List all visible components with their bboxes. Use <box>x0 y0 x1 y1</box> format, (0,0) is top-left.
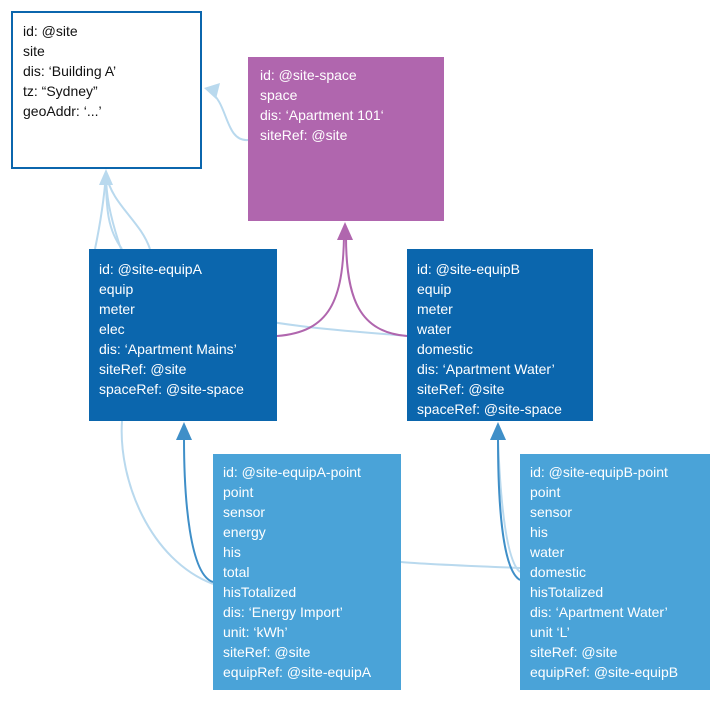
equipB-node: id: @site-equipB equip meter water domes… <box>407 249 593 421</box>
pointB-tag-sensor: sensor <box>530 504 573 520</box>
pointA-siteref: siteRef: @site <box>223 644 311 660</box>
connector-pointB-to-equipB-link <box>497 439 521 573</box>
site-tag: site <box>23 43 45 59</box>
equipB-id: id: @site-equipB <box>417 261 520 277</box>
connector-pointB-to-site <box>400 561 521 569</box>
equipB-tag-equip: equip <box>417 281 452 297</box>
connector-site-link-equipA <box>94 173 107 250</box>
equipA-id: id: @site-equipA <box>99 261 202 277</box>
pointA-equipref: equipRef: @site-equipA <box>223 664 372 680</box>
space-dis: dis: ‘Apartment 101‘ <box>260 107 384 123</box>
equipA-tag-elec: elec <box>99 321 125 337</box>
equipB-dis: dis: ‘Apartment Water’ <box>417 361 555 377</box>
pointA-tag-his: his <box>223 544 241 560</box>
arrowhead-equipA <box>176 422 192 440</box>
pointB-tag-his: his <box>530 524 548 540</box>
pointB-dis: dis: ‘Apartment Water’ <box>530 604 668 620</box>
space-tag: space <box>260 87 298 103</box>
equipA-tag-equip: equip <box>99 281 134 297</box>
equipA-tag-meter: meter <box>99 301 135 317</box>
equipA-spaceref: spaceRef: @site-space <box>99 381 244 397</box>
site-dis: dis: ‘Building A’ <box>23 63 117 79</box>
pointA-unit: unit: ‘kWh’ <box>223 624 288 640</box>
equipB-spaceref: spaceRef: @site-space <box>417 401 562 417</box>
site-tz: tz: “Sydney” <box>23 83 98 99</box>
connector-pointA-to-equipA <box>183 437 214 583</box>
connector-pointB-to-equipB <box>497 437 521 581</box>
pointA-tag-point: point <box>223 484 254 500</box>
arrowhead-space <box>337 222 353 240</box>
space-id: id: @site-space <box>260 67 357 83</box>
site-node: id: @site site dis: ‘Building A’ tz: “Sy… <box>11 11 202 169</box>
connector-space-to-site <box>209 91 249 142</box>
space-siteref: siteRef: @site <box>260 127 348 143</box>
pointB-siteref: siteRef: @site <box>530 644 618 660</box>
connector-equipB-to-space <box>345 235 408 337</box>
connector-pointA-to-site <box>120 420 214 585</box>
connector-equipA-to-space <box>276 235 345 337</box>
equipA-node: id: @site-equipA equip meter elec dis: ‘… <box>89 249 277 421</box>
pointB-unit: unit ‘L’ <box>530 624 570 640</box>
pointB-tag-histotalized: hisTotalized <box>530 584 604 600</box>
pointB-equipref: equipRef: @site-equipB <box>530 664 679 680</box>
equipB-siteref: siteRef: @site <box>417 381 505 397</box>
equipB-tag-meter: meter <box>417 301 453 317</box>
connector-site-link-equipA-2 <box>105 173 151 250</box>
equipA-siteref: siteRef: @site <box>99 361 187 377</box>
pointA-id: id: @site-equipA-point <box>223 464 361 480</box>
pointA-tag-sensor: sensor <box>223 504 266 520</box>
pointA-dis: dis: ‘Energy Import’ <box>223 604 343 620</box>
site-id: id: @site <box>23 23 78 39</box>
arrowhead-site-bottom <box>99 169 113 185</box>
space-node: id: @site-space space dis: ‘Apartment 10… <box>248 57 444 221</box>
pointB-tag-domestic: domestic <box>530 564 587 580</box>
pointB-id: id: @site-equipB-point <box>530 464 668 480</box>
arrowhead-equipB <box>490 422 506 440</box>
pointA-tag-energy: energy <box>223 524 266 540</box>
pointA-tag-total: total <box>223 564 250 580</box>
site-geoaddr: geoAddr: ‘...’ <box>23 103 102 119</box>
pointA-tag-histotalized: hisTotalized <box>223 584 297 600</box>
pointB-tag-point: point <box>530 484 561 500</box>
equipB-tag-domestic: domestic <box>417 341 474 357</box>
arrowhead-site-right <box>204 83 220 99</box>
equipB-tag-water: water <box>417 321 452 337</box>
equipA-dis: dis: ‘Apartment Mains’ <box>99 341 237 357</box>
pointB-node: id: @site-equipB-point point sensor his … <box>520 454 710 690</box>
pointA-node: id: @site-equipA-point point sensor ener… <box>213 454 401 690</box>
pointB-tag-water: water <box>530 544 565 560</box>
